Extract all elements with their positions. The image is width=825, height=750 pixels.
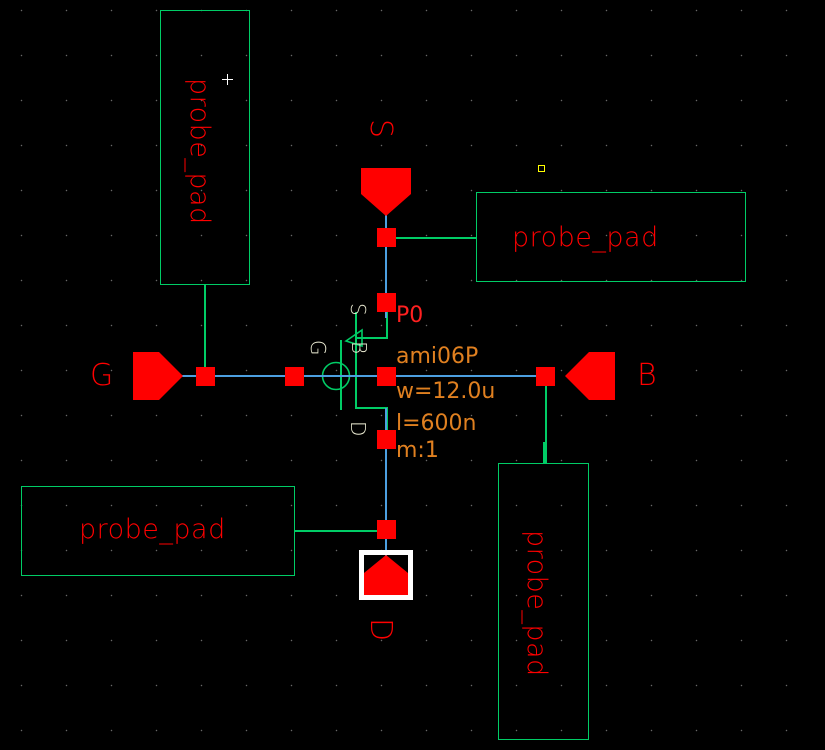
wire-bottom-right-pad-top-stub[interactable] — [543, 442, 545, 464]
mosfet-pin-label-drain: D — [346, 421, 370, 437]
mosfet-drain-leg-vertical[interactable] — [386, 407, 388, 439]
terminal-drain-label: D — [363, 618, 398, 642]
probe-pad-top-left-label: probe_pad — [184, 78, 215, 225]
net-gate-horizontal[interactable] — [175, 375, 555, 377]
mosfet-drain-leg-horizontal[interactable] — [355, 407, 387, 409]
probe-pad-bottom-left-label: probe_pad — [79, 514, 226, 545]
instance-attr-multiplicity: m:1 — [396, 438, 439, 463]
instance-attr-length: l=600n — [396, 411, 477, 436]
mosfet-bulk-arrow-icon — [344, 328, 363, 348]
instance-name-label: P0 — [396, 303, 424, 328]
mosfet-source-leg-horizontal[interactable] — [355, 337, 387, 339]
probe-pad-right-label: probe_pad — [512, 222, 659, 253]
mosfet-pin-label-bulk: B — [347, 341, 371, 355]
terminal-drain-arrow-icon[interactable] — [364, 555, 408, 595]
wire-top-left-pad-vertical[interactable] — [204, 285, 206, 377]
selection-highlight-drain — [359, 550, 413, 600]
terminal-source-arrow-icon[interactable] — [361, 168, 411, 216]
wire-bulk-vertical[interactable] — [545, 377, 547, 463]
pin-junction-source-upper[interactable] — [377, 228, 396, 247]
probe-pad-right[interactable] — [476, 192, 746, 282]
pin-junction-drain[interactable] — [377, 520, 396, 539]
selection-marker-square — [538, 165, 545, 172]
wire-bottom-left-pad-to-drain[interactable] — [295, 530, 387, 532]
mosfet-source-leg-vertical[interactable] — [386, 310, 388, 339]
pin-junction-mosfet-bulk[interactable] — [377, 367, 396, 386]
terminal-bulk-arrow-icon[interactable] — [565, 352, 615, 400]
terminal-gate-arrow-icon[interactable] — [133, 352, 183, 400]
instance-model-label: ami06P — [396, 344, 479, 369]
probe-pad-bottom-left[interactable] — [21, 486, 295, 576]
probe-pad-top-left[interactable] — [160, 10, 250, 285]
net-source-vertical[interactable] — [385, 210, 387, 318]
pin-junction-gate-left[interactable] — [196, 367, 215, 386]
terminal-source-label: S — [363, 119, 398, 139]
mosfet-pin-label-source: S — [346, 303, 370, 316]
mosfet-pin-label-gate: G — [306, 340, 330, 356]
instance-attr-width: w=12.0u — [396, 379, 496, 404]
pin-junction-gate-right[interactable] — [285, 367, 304, 386]
pin-junction-bulk[interactable] — [536, 367, 555, 386]
probe-pad-bottom-right-label: probe_pad — [521, 530, 552, 677]
terminal-gate-label: G — [90, 358, 114, 393]
pin-junction-source-lower[interactable] — [377, 293, 396, 312]
terminal-bulk-label: B — [637, 358, 657, 393]
probe-pad-bottom-right[interactable] — [498, 463, 589, 740]
mosfet-channel-bar[interactable] — [355, 312, 357, 408]
pin-junction-mosfet-drain[interactable] — [377, 430, 396, 449]
net-drain-vertical[interactable] — [385, 408, 387, 558]
wire-source-to-right-pad[interactable] — [395, 237, 477, 239]
